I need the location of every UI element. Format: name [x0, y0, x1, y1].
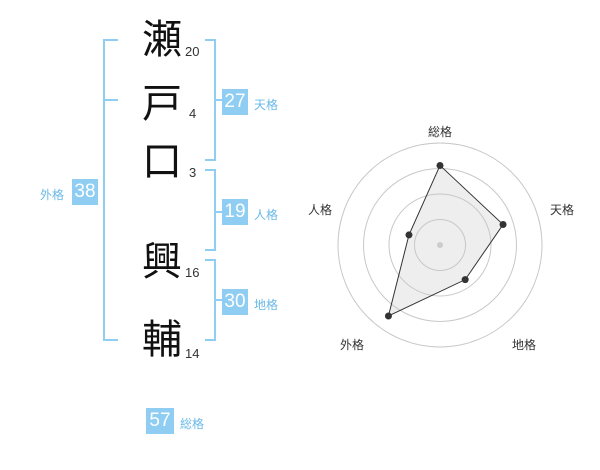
gaikaku-value: 38 — [72, 179, 98, 205]
gaikaku-label: 外格 — [40, 188, 65, 202]
radar-label-tenkaku: 天格 — [550, 203, 575, 217]
chikaku-label: 地格 — [254, 298, 279, 312]
radar-point-5 — [405, 231, 413, 239]
name-char-2: 戸 — [142, 81, 182, 127]
radar-label-jinkaku: 人格 — [308, 203, 333, 217]
name-char-4: 興 — [142, 239, 182, 285]
stroke-count-5: 14 — [185, 346, 200, 361]
radar-label-soukaku: 総格 — [428, 125, 453, 139]
jinkaku-bracket — [205, 169, 216, 251]
radar-point-1 — [436, 161, 444, 169]
radar-point-3 — [461, 276, 469, 284]
radar-ring — [388, 193, 492, 297]
jinkaku-value: 19 — [222, 199, 248, 225]
chikaku-value: 30 — [222, 289, 248, 315]
radar-ring — [337, 142, 543, 348]
radar-point-2 — [499, 221, 507, 229]
tenkaku-value: 27 — [222, 89, 248, 115]
name-char-5: 輔 — [142, 317, 182, 363]
name-char-1: 瀬 — [142, 17, 182, 63]
soukaku-label: 総格 — [180, 417, 205, 431]
stroke-count-4: 16 — [185, 265, 200, 280]
radar-center — [437, 242, 443, 248]
radar-point-4 — [384, 312, 392, 320]
radar-series-polygon — [387, 164, 504, 317]
stroke-count-1: 20 — [185, 44, 200, 59]
stroke-count-2: 4 — [189, 106, 197, 121]
soukaku-value: 57 — [146, 408, 174, 434]
gaikaku-bracket — [103, 39, 118, 341]
tenkaku-label: 天格 — [254, 98, 279, 112]
radar-ring — [414, 219, 466, 271]
stroke-count-3: 3 — [189, 165, 197, 180]
radar-label-chikaku: 地格 — [512, 338, 537, 352]
name-char-3: 口 — [142, 139, 182, 185]
jinkaku-label: 人格 — [254, 208, 279, 222]
radar-label-gaikaku: 外格 — [340, 338, 365, 352]
